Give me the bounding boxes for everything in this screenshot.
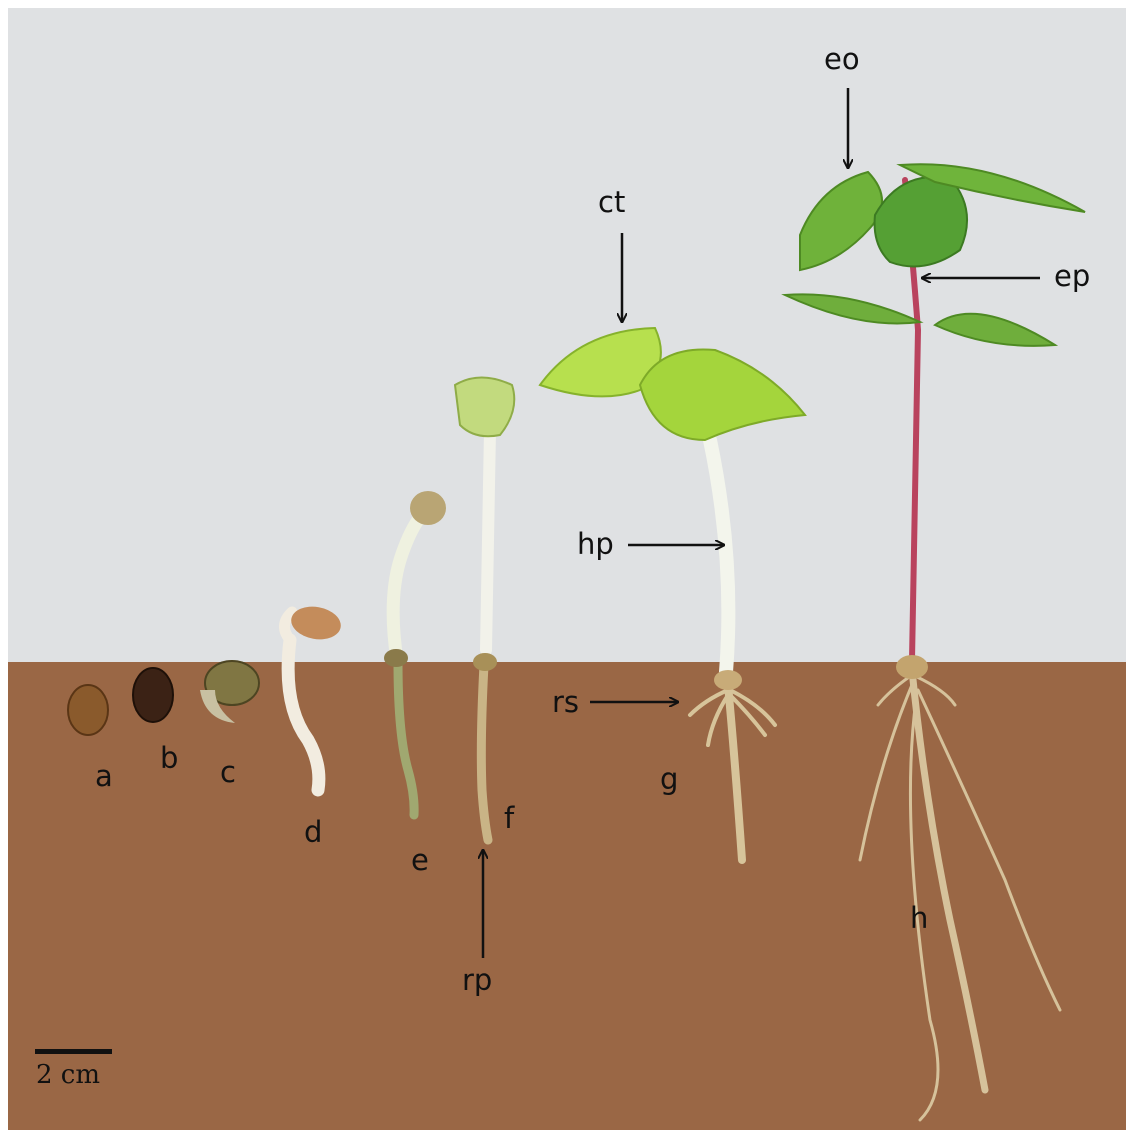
seed-c [200, 661, 259, 723]
label-stage-c: c [220, 758, 236, 787]
label-stage-d: d [304, 818, 322, 847]
label-rs: rs [552, 688, 579, 717]
label-stage-e: e [411, 846, 429, 875]
label-stage-g: g [660, 765, 678, 794]
seed-a [68, 685, 108, 735]
seedling-d [284, 603, 343, 790]
scale-bar-label: 2 cm [36, 1062, 100, 1088]
label-stage-h: h [910, 904, 928, 933]
label-stage-f: f [504, 804, 514, 833]
label-ep: ep [1054, 262, 1090, 291]
label-stage-b: b [160, 744, 178, 773]
label-ct: ct [598, 188, 625, 217]
label-stage-a: a [95, 762, 113, 791]
label-hp: hp [577, 530, 614, 559]
seedling-h [785, 164, 1085, 1120]
seedling-e [384, 491, 446, 815]
scale-bar [35, 1049, 112, 1054]
seedling-f [455, 378, 514, 841]
seed-b [133, 668, 173, 722]
label-rp: rp [462, 966, 492, 995]
label-eo: eo [824, 45, 860, 74]
